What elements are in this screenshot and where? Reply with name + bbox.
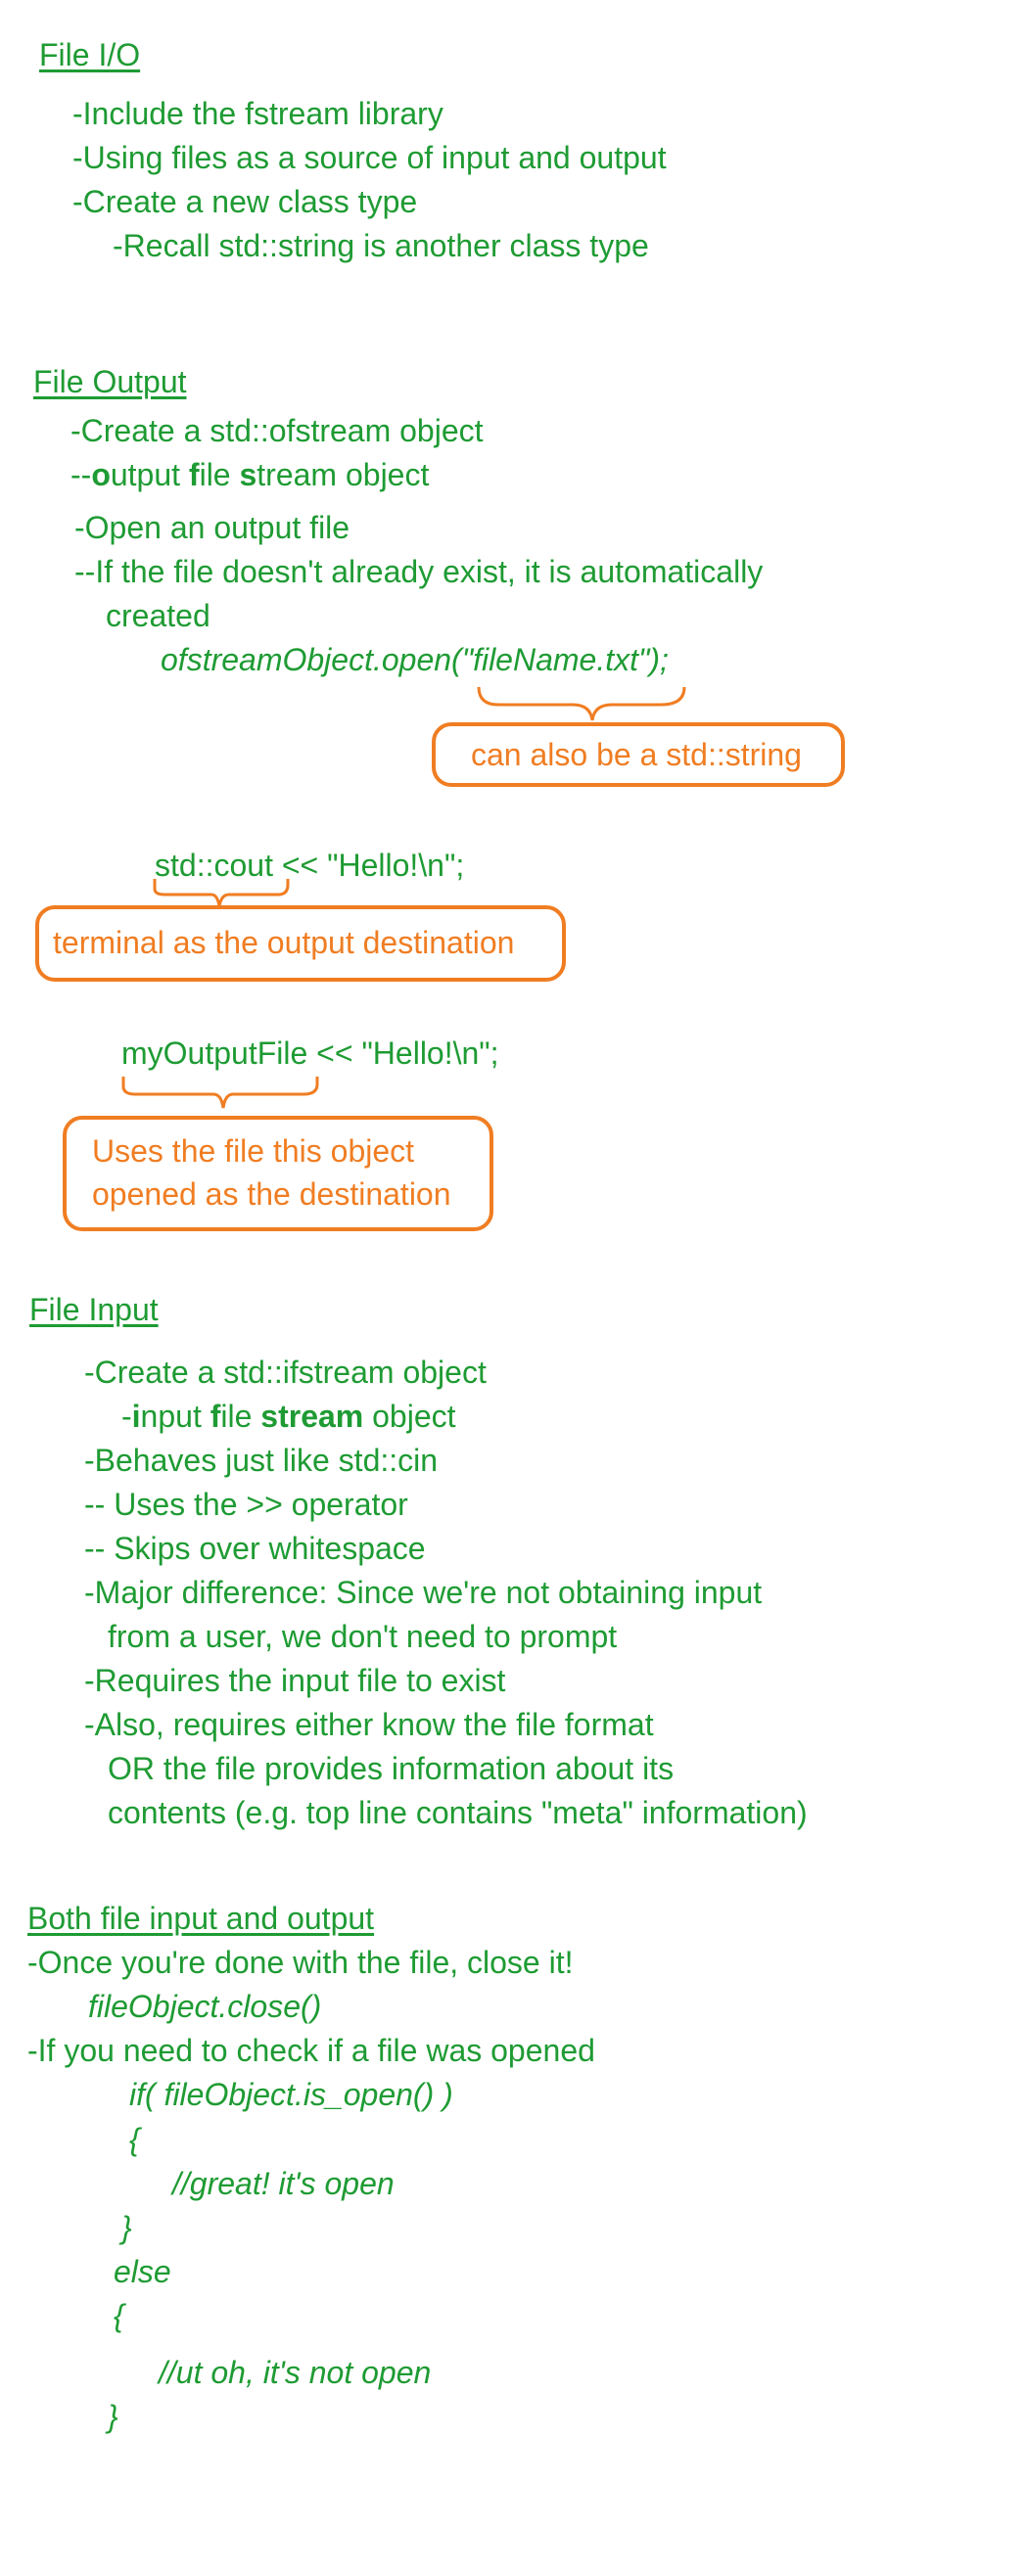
file-input-line-7: from a user, we don't need to prompt [108,1619,618,1654]
both-line-2: -If you need to check if a file was open… [27,2033,595,2068]
open-args-brace [477,686,686,721]
close-code: fileObject.close() [88,1989,322,2024]
note-std-string-text: can also be a std::string [471,737,802,772]
cout-code: std::cout << "Hello!\n"; [155,848,465,883]
note-file-destination-line-2: opened as the destination [92,1176,451,1212]
open-code: ofstreamObject.open("fileName.txt"); [161,642,669,677]
file-io-line-3: -Create a new class type [72,184,418,219]
file-output-code: myOutputFile << "Hello!\n"; [121,1035,499,1071]
note-terminal: terminal as the output destination [35,905,566,982]
file-input-line-9: -Also, requires either know the file for… [84,1707,654,1742]
file-output-line-5: created [106,598,210,633]
file-io-line-1: -Include the fstream library [72,96,443,131]
code-close-brace-1: } [121,2210,132,2245]
code-if: if( fileObject.is_open() ) [129,2077,453,2112]
note-terminal-text: terminal as the output destination [53,925,515,960]
code-close-brace-2: } [108,2399,118,2434]
note-file-destination: Uses the file this object opened as the … [63,1116,493,1231]
file-input-line-4: -- Uses the >> operator [84,1487,408,1522]
file-input-line-2: -input file stream object [121,1399,456,1434]
file-output-line-3: -Open an output file [74,510,350,545]
code-open-brace-2: { [114,2298,124,2333]
file-input-line-8: -Requires the input file to exist [84,1663,506,1698]
file-input-line-5: -- Skips over whitespace [84,1531,426,1566]
cout-brace [153,879,290,907]
file-output-line-4: --If the file doesn't already exist, it … [74,554,764,589]
file-input-line-10: OR the file provides information about i… [108,1751,675,1786]
both-line-1: -Once you're done with the file, close i… [27,1945,574,1980]
note-std-string: can also be a std::string [432,722,845,787]
heading-file-io: File I/O [39,37,141,72]
note-file-destination-line-1: Uses the file this object [92,1133,415,1169]
heading-both: Both file input and output [27,1901,375,1936]
file-input-line-11: contents (e.g. top line contains "meta" … [108,1795,808,1830]
file-input-line-3: -Behaves just like std::cin [84,1443,439,1478]
code-else: else [114,2254,171,2289]
file-io-line-4: -Recall std::string is another class typ… [113,228,649,263]
file-output-brace [121,1077,319,1109]
file-io-line-2: -Using files as a source of input and ou… [72,140,667,175]
file-input-line-1: -Create a std::ifstream object [84,1355,487,1390]
file-output-line-2: --output file stream object [70,457,430,492]
heading-file-input: File Input [29,1292,159,1327]
code-comment-great: //great! it's open [172,2166,395,2201]
file-output-line-1: -Create a std::ofstream object [70,413,484,448]
code-comment-ut-oh: //ut oh, it's not open [159,2355,432,2390]
code-open-brace-1: { [129,2122,140,2157]
heading-file-output: File Output [33,364,187,399]
file-input-line-6: -Major difference: Since we're not obtai… [84,1575,763,1610]
